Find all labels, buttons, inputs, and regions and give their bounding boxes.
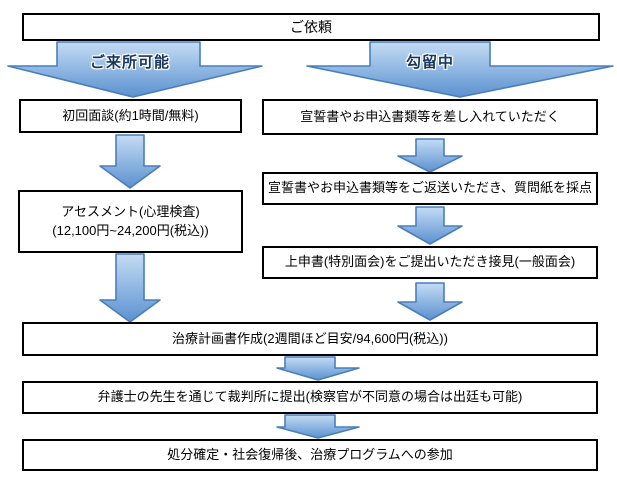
step-return-documents: 宣誓書やお申込書類等をご返送いただき、質問紙を採点 bbox=[262, 172, 598, 205]
step-initial-interview: 初回面談(約1時間/無料) bbox=[19, 99, 242, 133]
down-arrow-icon bbox=[99, 253, 161, 323]
branch-label-detention: 勾留中 bbox=[405, 54, 455, 71]
step-treatment-plan: 治療計画書作成(2週間ほど目安/94,600円(税込)) bbox=[22, 322, 598, 356]
down-arrow-icon bbox=[397, 138, 463, 173]
branch-arrow-visit-icon bbox=[7, 41, 263, 98]
down-arrow-icon bbox=[276, 356, 360, 381]
down-arrow-icon bbox=[397, 206, 463, 245]
down-arrow-icon bbox=[99, 134, 161, 189]
step-petition-visit: 上申書(特別面会)をご提出いただき接見(一般面会) bbox=[262, 246, 598, 279]
step-court-submission: 弁護士の先生を通じて裁判所に提出(検察官が不同意の場合は出廷も可能) bbox=[22, 381, 598, 414]
branch-label-visit: ご来所可能 bbox=[89, 54, 171, 71]
down-arrow-icon bbox=[397, 282, 463, 321]
step-program-participation: 処分確定・社会復帰後、治療プログラムへの参加 bbox=[22, 439, 598, 471]
step-assessment-line1: アセスメント(心理検査) bbox=[61, 203, 200, 219]
down-arrow-icon bbox=[276, 414, 360, 439]
step-assessment-line2: (12,100円~24,200円(税込)) bbox=[52, 222, 209, 238]
step-start: ご依頼 bbox=[22, 13, 600, 41]
branch-arrow-detention-icon bbox=[306, 41, 614, 98]
step-assessment: アセスメント(心理検査) (12,100円~24,200円(税込)) bbox=[18, 190, 243, 253]
step-submit-documents: 宣誓書やお申込書類等を差し入れていただく bbox=[262, 99, 598, 135]
